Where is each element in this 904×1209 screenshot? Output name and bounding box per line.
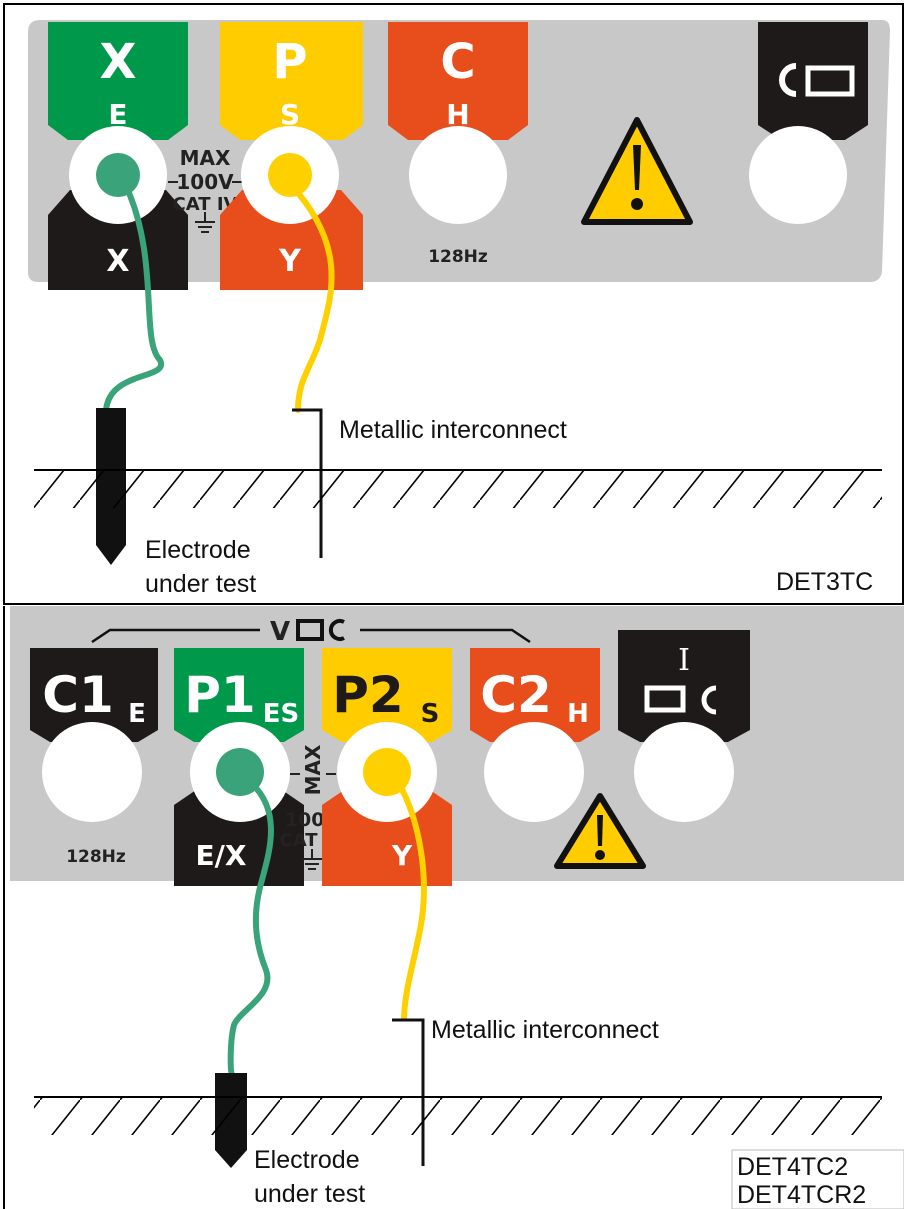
warning-icon (581, 117, 693, 225)
plug-yellow (268, 153, 312, 197)
terminal-x-label: X (99, 34, 136, 90)
yellow-lead (289, 183, 335, 413)
electrode-label-line2: under test (145, 570, 256, 598)
terminal-e-sublabel: E (108, 98, 127, 131)
terminal-x-bottom-label: X (106, 244, 129, 279)
terminal-clamp (749, 22, 868, 224)
terminal-s-sublabel: S (280, 98, 300, 131)
terminal-y-bottom-label-2: Y (391, 839, 413, 872)
model-line1: DET4TC2 (737, 1153, 848, 1181)
terminal-p2-s: P2 S Y (322, 648, 452, 886)
socket-clamp[interactable] (749, 126, 847, 224)
ground-surface-2 (34, 1096, 882, 1135)
terminal-x-e: X E X (48, 22, 188, 290)
terminal-c1-e: C1 E 128Hz (30, 648, 158, 867)
socket-c1[interactable] (42, 722, 142, 822)
green-lead (103, 183, 165, 413)
terminal-c2-label: C2 (480, 666, 551, 724)
clamp-icon (644, 685, 717, 715)
terminal-p-label: P (272, 34, 307, 90)
electrode-label-line1: Electrode (145, 536, 251, 564)
clamp-icon (296, 619, 345, 641)
panel-det4tc: V C1 E 128Hz P1 ES E/X MAX (3, 606, 904, 1209)
terminal-c1-sublabel: E (128, 699, 146, 729)
model-label: DET3TC (776, 568, 873, 596)
terminal-c2-h: C2 H (470, 648, 600, 822)
metallic-interconnect-2 (392, 1018, 425, 1166)
terminal-current-clamp: I (618, 630, 750, 822)
max-label-2: MAX (301, 744, 325, 795)
terminal-p1-sublabel: ES (263, 699, 300, 729)
voltage-label: 100V (176, 170, 234, 194)
terminal-c-label: C (440, 34, 475, 90)
ground-icon (195, 212, 215, 233)
ground-icon (302, 849, 322, 870)
terminal-p-s: P S Y (220, 22, 363, 290)
metallic-interconnect (292, 408, 323, 558)
rating-block-1: MAX 100V CAT IV (168, 146, 242, 233)
panel-border (3, 3, 904, 605)
plug-green (96, 153, 140, 197)
freq-label-2: 128Hz (66, 847, 126, 867)
terminal-c-h: C H 128Hz (388, 22, 528, 267)
clamp-icon (779, 63, 855, 97)
electrode-label-line1-2: Electrode (254, 1146, 360, 1174)
electrode-label-line2-2: under test (254, 1180, 365, 1208)
terminal-c1-label: C1 (42, 666, 113, 724)
bracket-v-label: V (270, 617, 290, 647)
green-lead-2 (227, 779, 274, 1078)
voltage-bracket: V (91, 617, 531, 647)
metallic-interconnect-label: Metallic interconnect (339, 416, 567, 444)
panel-det3tc: X E X MAX 100V CAT IV P S Y (3, 3, 904, 605)
warning-icon (554, 793, 646, 869)
terminal-p2-sublabel: S (421, 699, 440, 729)
terminal-p1-label: P1 (184, 666, 255, 724)
ground-surface (34, 469, 882, 508)
model-box (731, 1149, 904, 1209)
socket-i[interactable] (634, 722, 734, 822)
metallic-interconnect-label-2: Metallic interconnect (431, 1016, 659, 1044)
freq-label: 128Hz (428, 247, 488, 267)
terminal-h-sublabel: H (446, 98, 469, 131)
terminal-ex-bottom-label: E/X (196, 839, 247, 872)
terminal-y-bottom-label: Y (278, 244, 302, 279)
cat-label: CAT IV (173, 194, 238, 215)
current-i-label: I (678, 643, 690, 678)
terminal-p2-label: P2 (332, 666, 403, 724)
yellow-lead-2 (395, 779, 427, 1021)
model-line2: DET4TCR2 (737, 1181, 866, 1209)
max-label: MAX (180, 146, 231, 170)
socket-c[interactable] (409, 126, 507, 224)
socket-c2[interactable] (484, 722, 584, 822)
terminal-c2-sublabel: H (567, 699, 589, 729)
instrument-face-2 (10, 606, 904, 881)
